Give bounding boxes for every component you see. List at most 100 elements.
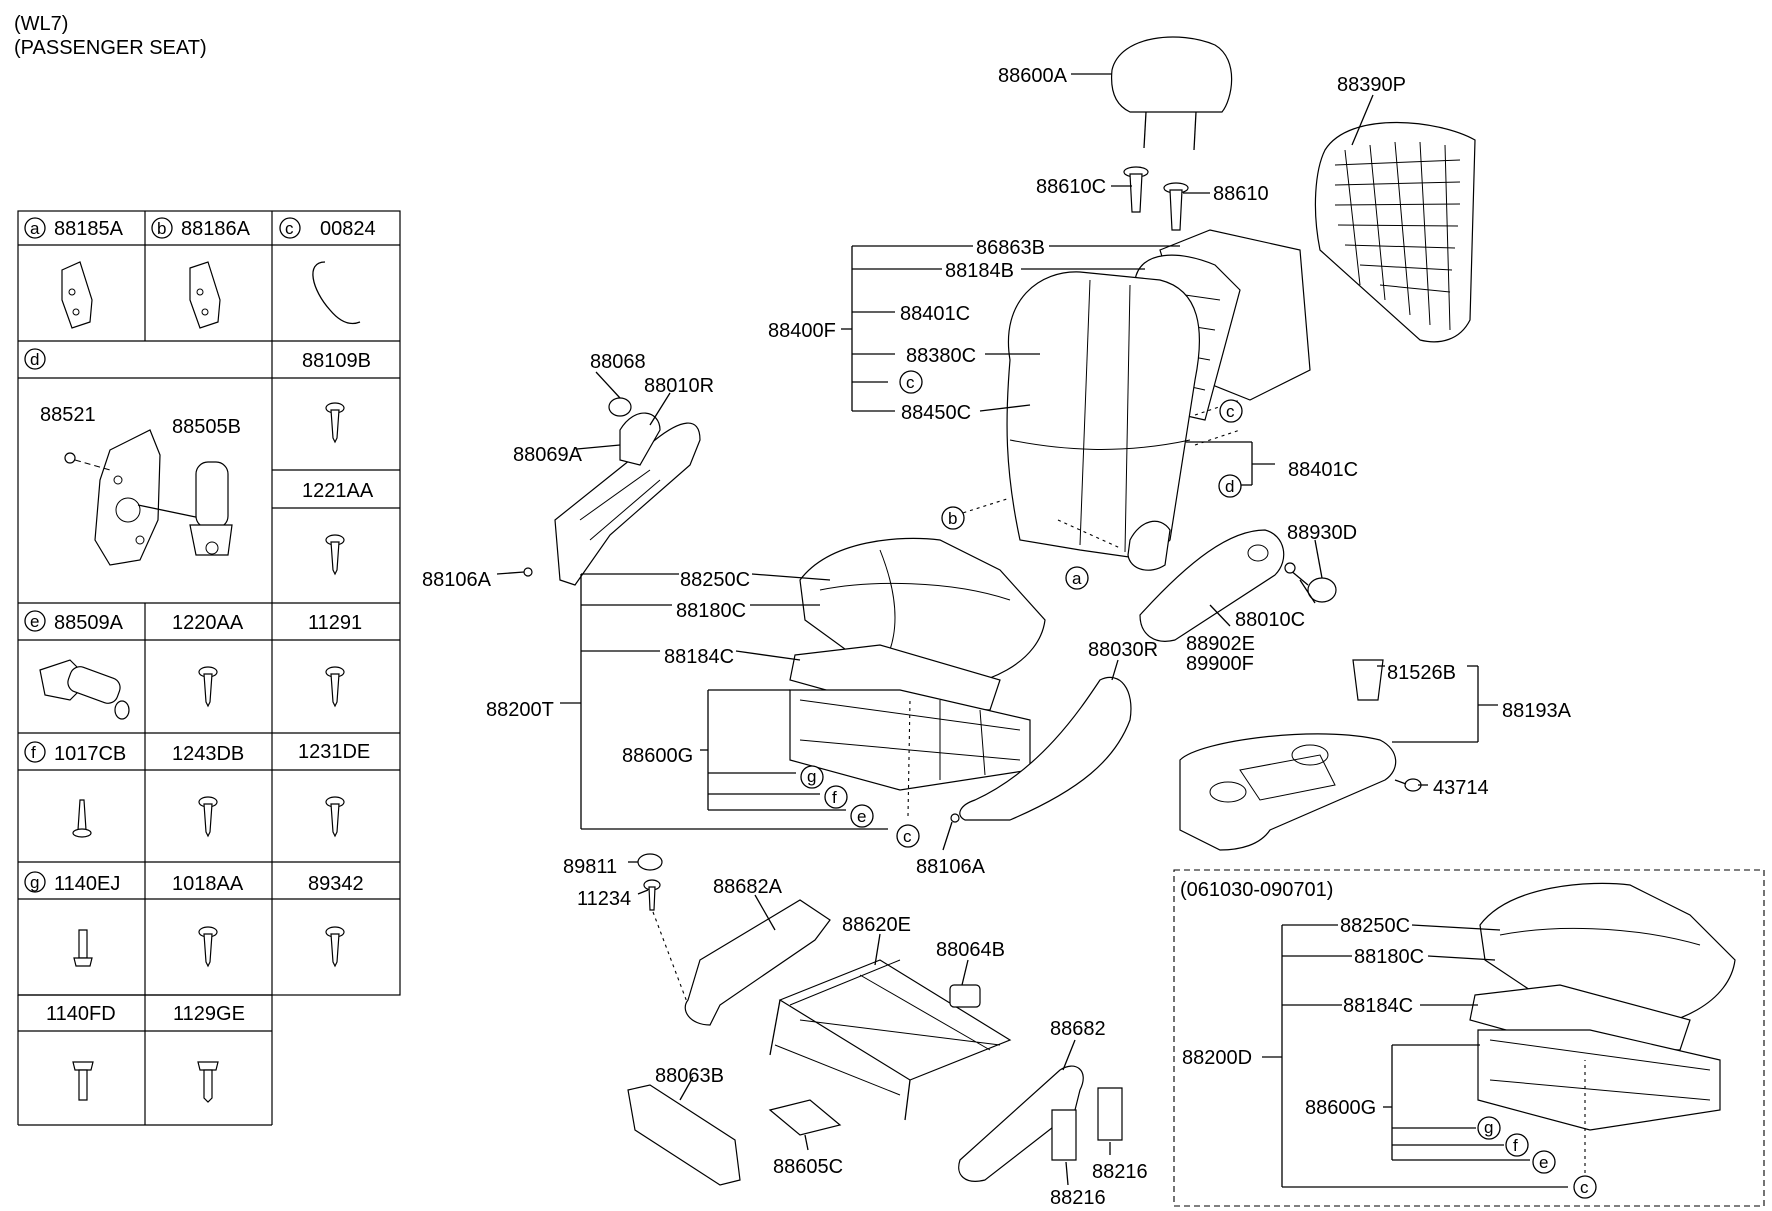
callout-d: d bbox=[1225, 477, 1234, 496]
parts-table: a 88185A b 88186A c 00824 d 88109B 88521… bbox=[17, 210, 401, 1126]
table-part-1140EJ: 1140EJ bbox=[54, 873, 120, 895]
table-part-88185A: 88185A bbox=[54, 218, 124, 240]
callout-e: e bbox=[857, 807, 866, 826]
label-88184B: 88184B bbox=[945, 260, 1014, 282]
table-part-88505B: 88505B bbox=[172, 416, 241, 438]
inset-panel: (061030-090701) 88250C 88180C 88184C 882… bbox=[1173, 869, 1765, 1207]
bracket-88185A-icon bbox=[61, 261, 93, 329]
bolt-1140EJ-icon bbox=[73, 929, 93, 967]
part-88605C-shape bbox=[768, 1099, 842, 1136]
label-88400F: 88400F bbox=[768, 320, 836, 342]
table-part-88186A: 88186A bbox=[181, 218, 251, 240]
inset-title: (061030-090701) bbox=[1180, 879, 1333, 901]
label-88610: 88610 bbox=[1213, 183, 1269, 205]
leaders bbox=[496, 73, 1498, 1186]
inset-callout-g: g bbox=[1484, 1118, 1493, 1137]
seatback-board-shape bbox=[1314, 121, 1476, 343]
part-88064B-shape bbox=[949, 984, 981, 1008]
cover-88063B-shape bbox=[627, 1084, 741, 1186]
label-88180C: 88180C bbox=[676, 600, 746, 622]
table-part-1221AA: 1221AA bbox=[302, 480, 374, 502]
seat-frame-shape bbox=[789, 689, 1031, 791]
label-88600G: 88600G bbox=[622, 745, 693, 767]
label-88600A: 88600A bbox=[998, 65, 1068, 87]
seat-title: (PASSENGER SEAT) bbox=[14, 37, 207, 59]
screw-88109B-icon bbox=[325, 402, 345, 444]
label-88682: 88682 bbox=[1050, 1018, 1106, 1040]
clip-00824-icon bbox=[312, 261, 361, 325]
label-88184C: 88184C bbox=[664, 646, 734, 668]
screw-11291-icon bbox=[325, 666, 345, 708]
label-88216-b: 88216 bbox=[1092, 1161, 1148, 1183]
label-88064B: 88064B bbox=[936, 939, 1005, 961]
callout-c-88400F: c bbox=[906, 373, 915, 392]
screw-1018AA-icon bbox=[198, 926, 218, 968]
cap-shape bbox=[608, 397, 632, 417]
label-88610C: 88610C bbox=[1036, 176, 1106, 198]
rivet-1017CB-icon bbox=[72, 799, 92, 838]
label-11234: 11234 bbox=[577, 888, 631, 910]
table-part-1018AA: 1018AA bbox=[172, 873, 244, 895]
inset-label-88200D: 88200D bbox=[1182, 1047, 1252, 1069]
label-88401C-top: 88401C bbox=[900, 303, 970, 325]
label-88390P: 88390P bbox=[1337, 74, 1406, 96]
callouts: c c d b a g f e c bbox=[800, 370, 1243, 848]
label-88010R: 88010R bbox=[644, 375, 714, 397]
screw-88106A-left-shape bbox=[523, 567, 533, 577]
screw-1231DE-icon bbox=[325, 796, 345, 838]
callout-b: b bbox=[948, 509, 957, 528]
rail-frame-shape bbox=[769, 959, 1012, 1121]
label-88380C: 88380C bbox=[906, 345, 976, 367]
screw-1221AA-icon bbox=[325, 534, 345, 576]
lever-shape bbox=[619, 412, 661, 466]
table-part-1017CB: 1017CB bbox=[54, 743, 126, 765]
label-81526B: 81526B bbox=[1387, 662, 1456, 684]
table-part-1220AA: 1220AA bbox=[172, 612, 244, 634]
table-letter-e: e bbox=[30, 612, 39, 631]
callout-c-seat: c bbox=[903, 827, 912, 846]
armrest-shape bbox=[1139, 529, 1285, 642]
table-part-1243DB: 1243DB bbox=[172, 743, 244, 765]
callout-g: g bbox=[807, 767, 816, 786]
label-88216-a: 88216 bbox=[1050, 1187, 1106, 1209]
pad-88216-a-shape bbox=[1051, 1109, 1077, 1161]
table-letter-g: g bbox=[30, 873, 39, 892]
table-part-1140FD: 1140FD bbox=[46, 1003, 116, 1025]
label-88010C: 88010C bbox=[1235, 609, 1305, 631]
recliner-shape bbox=[1127, 520, 1171, 571]
label-89900F: 89900F bbox=[1186, 653, 1254, 675]
label-88200T: 88200T bbox=[486, 699, 554, 721]
label-88401C-right: 88401C bbox=[1288, 459, 1358, 481]
cup-holder-shape bbox=[1352, 659, 1384, 701]
inset-callout-f: f bbox=[1513, 1136, 1518, 1155]
bolt-11234-shape bbox=[643, 879, 691, 1011]
pad-88216-b-shape bbox=[1097, 1087, 1123, 1141]
label-86863B: 86863B bbox=[976, 237, 1045, 259]
inset-label-88184C: 88184C bbox=[1343, 995, 1413, 1017]
cap-89811-shape bbox=[637, 853, 663, 871]
table-letter-d: d bbox=[30, 350, 39, 369]
label-88682A: 88682A bbox=[713, 876, 783, 898]
bolt-1129GE-icon bbox=[197, 1061, 219, 1103]
screw-88106A-mid-shape bbox=[950, 813, 960, 823]
callout-c-back: c bbox=[1226, 402, 1235, 421]
seatback-shape bbox=[1006, 271, 1200, 561]
inset-callout-e: e bbox=[1539, 1153, 1548, 1172]
label-88068: 88068 bbox=[590, 351, 646, 373]
label-88106A-mid: 88106A bbox=[916, 856, 986, 878]
callout-f: f bbox=[832, 788, 837, 807]
recliner-motor-assembly-icon bbox=[64, 429, 233, 566]
inset-callout-c: c bbox=[1580, 1178, 1589, 1197]
side-trim-shape bbox=[554, 422, 701, 586]
inset-label-88180C: 88180C bbox=[1354, 946, 1424, 968]
bracket-88186A-icon bbox=[189, 261, 221, 329]
label-88450C: 88450C bbox=[901, 402, 971, 424]
table-part-88109B: 88109B bbox=[302, 350, 371, 372]
side-shield-shape bbox=[959, 676, 1132, 821]
headrest-shape bbox=[1110, 36, 1233, 151]
label-88620E: 88620E bbox=[842, 914, 911, 936]
label-88069A: 88069A bbox=[513, 444, 583, 466]
model-code: (WL7) bbox=[14, 13, 68, 35]
bolt-1140FD-icon bbox=[72, 1061, 94, 1101]
